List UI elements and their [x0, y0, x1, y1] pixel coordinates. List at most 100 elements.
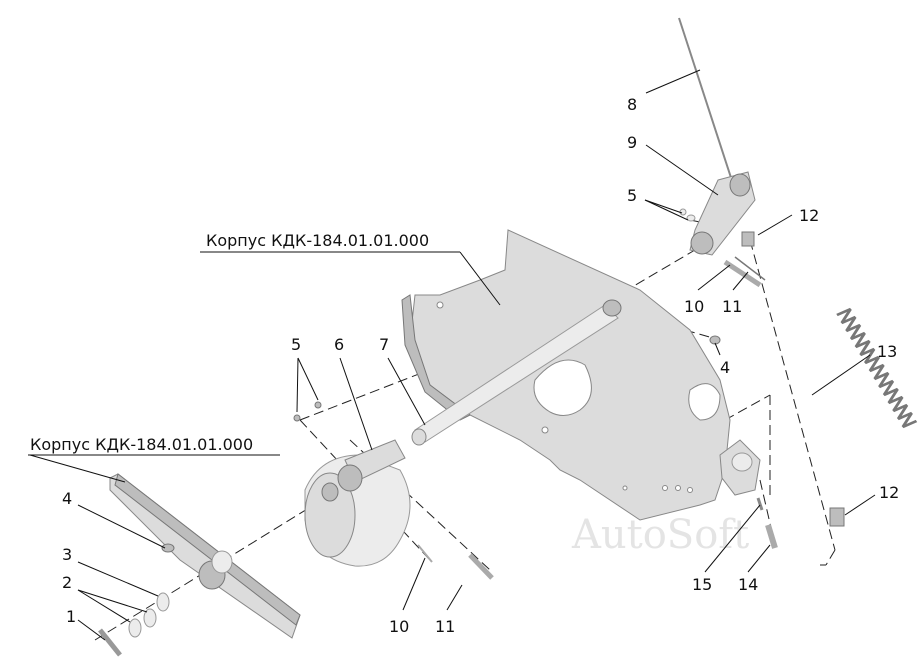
- leader-5-right-b: [644, 199, 689, 221]
- bolt-4-right: [709, 335, 721, 345]
- leader-10-top: [697, 264, 731, 291]
- callout-4-left: 4: [62, 489, 72, 508]
- drum-6: [304, 439, 411, 567]
- watermark: AutoSoft: [571, 512, 749, 558]
- leader-15: [704, 504, 761, 573]
- leader-12-top: [757, 214, 793, 236]
- shaft-7: [411, 299, 622, 446]
- shaft-end: [602, 299, 622, 317]
- bushing-12-bottom: [829, 507, 845, 527]
- leader-housing-lower: [29, 454, 126, 483]
- leader-11-bottom: [446, 584, 463, 611]
- leader-3: [77, 561, 159, 597]
- pin-11-lower: [468, 553, 494, 580]
- housing-plate: [401, 229, 731, 521]
- callout-6: 6: [334, 335, 344, 354]
- drum-face: [304, 472, 356, 558]
- label-housing-upper: Корпус КДК-184.01.01.000: [206, 231, 429, 250]
- housing-plate-large-hole: [533, 359, 592, 416]
- drum-boss: [337, 464, 363, 492]
- cotter-pin-1: [98, 628, 122, 657]
- spring-13: [829, 307, 918, 527]
- callout-1: 1: [66, 607, 76, 626]
- bracket-lower-right: [719, 439, 778, 549]
- washer-2b: [143, 608, 157, 628]
- pin-10-lower: [417, 544, 433, 563]
- pins-lower: [293, 401, 494, 580]
- shaft-end-near: [411, 428, 427, 446]
- washer-15: [756, 497, 764, 511]
- lever-9-boss-low: [690, 231, 714, 255]
- leader-14: [747, 544, 771, 573]
- callout-4-right: 4: [720, 358, 730, 377]
- leader-4-left: [77, 504, 166, 549]
- bolt-14: [765, 524, 778, 549]
- callout-11-top: 11: [722, 297, 742, 316]
- leader-5-right-a: [644, 199, 683, 214]
- axis-line-spring-end: [825, 549, 836, 566]
- leader-10-bottom: [402, 557, 426, 611]
- leader-housing-upper: [459, 251, 501, 306]
- label-housing-lower: Корпус КДК-184.01.01.000: [30, 435, 253, 454]
- ring-3: [156, 592, 170, 612]
- callout-12-top: 12: [799, 206, 819, 225]
- axis-line-bracket: [724, 394, 771, 421]
- callout-3: 3: [62, 545, 72, 564]
- bolt-5-left-a: [293, 414, 301, 422]
- pin-11-upper: [723, 259, 762, 288]
- leader-13: [811, 354, 871, 396]
- leader-2b: [77, 589, 148, 613]
- housing-hole: [662, 485, 668, 491]
- housing-hole: [675, 485, 681, 491]
- bracket-hole: [731, 452, 753, 472]
- callout-15: 15: [692, 575, 712, 594]
- bolt-5-right-b: [679, 208, 687, 216]
- lower-housing-strip: [109, 473, 301, 639]
- callout-10-bottom: 10: [389, 617, 409, 636]
- labels: Корпус КДК-184.01.01.000 Корпус КДК-184.…: [30, 95, 899, 636]
- leader-6: [339, 357, 373, 451]
- callout-11-bottom: 11: [435, 617, 455, 636]
- callout-14: 14: [738, 575, 758, 594]
- upper-linkage: [678, 17, 766, 345]
- leader-11-top: [732, 271, 749, 291]
- housing-plate-side-hole: [688, 383, 721, 421]
- housing-hole: [541, 426, 549, 434]
- drum-boss-hole: [321, 482, 339, 502]
- lower-strip-boss-top: [211, 550, 233, 574]
- leader-9: [645, 144, 719, 196]
- leader-12-bottom: [844, 494, 876, 516]
- rod-8: [678, 17, 736, 191]
- callout-5-right: 5: [627, 186, 637, 205]
- leader-4-right: [714, 342, 721, 356]
- callout-13: 13: [877, 342, 897, 361]
- bolt-5-left-b: [314, 401, 322, 409]
- leader-7: [387, 357, 426, 426]
- callout-8: 8: [627, 95, 637, 114]
- leader-8: [645, 69, 701, 94]
- lower-strip-edge: [114, 473, 301, 626]
- spring-coil: [836, 307, 918, 429]
- lever-9-boss: [729, 173, 751, 197]
- callout-10-top: 10: [684, 297, 704, 316]
- bolt-5-right: [686, 214, 696, 222]
- pin-10-upper: [734, 256, 766, 281]
- leader-5-left-b: [297, 357, 319, 401]
- bushing-12-top: [741, 231, 755, 247]
- bolt-4-left: [161, 543, 175, 553]
- leader-lines: [28, 69, 876, 641]
- housing-hole: [687, 487, 693, 493]
- callout-9: 9: [627, 133, 637, 152]
- axis-line-spring: [749, 239, 836, 551]
- callout-12-bottom: 12: [879, 483, 899, 502]
- leader-5-left-a: [296, 357, 299, 413]
- leader-2a: [77, 589, 131, 623]
- housing-hole: [436, 301, 444, 309]
- leader-1: [77, 619, 106, 641]
- callout-7: 7: [379, 335, 389, 354]
- callout-2: 2: [62, 573, 72, 592]
- small-parts-left: [98, 543, 175, 657]
- axis-line-bolt-14: [759, 479, 776, 546]
